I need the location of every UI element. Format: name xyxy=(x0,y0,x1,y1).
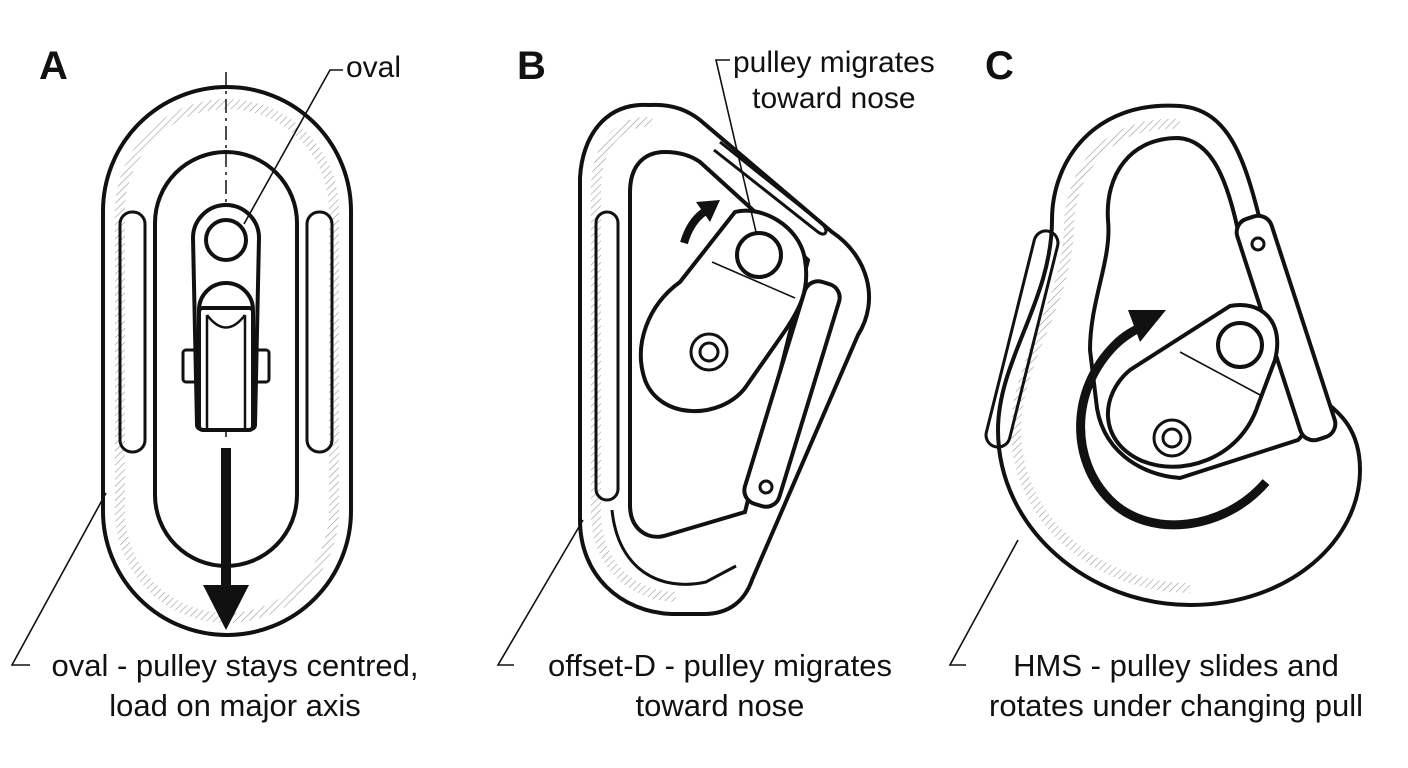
caption-b: offset-D - pulley migrates toward nose xyxy=(520,646,920,727)
caption-a-line-1: oval - pulley stays centred, xyxy=(51,648,419,683)
caption-c-line-1: HMS - pulley slides and xyxy=(1013,648,1339,683)
caption-a-line-2: load on major axis xyxy=(109,688,361,724)
panel-c-hms-carabiner xyxy=(948,103,1363,666)
load-arrow-down-icon xyxy=(203,448,249,630)
caption-c-line-2: rotates under changing pull xyxy=(989,688,1363,724)
callout-line-2: toward nose xyxy=(752,82,916,115)
panel-b-offset-d-carabiner xyxy=(496,59,872,666)
panel-label-c: C xyxy=(985,44,1014,88)
panel-label-a: A xyxy=(39,44,68,88)
caption-leader-a xyxy=(10,492,107,666)
panel-a-oval-carabiner xyxy=(10,69,353,666)
caption-leader-c xyxy=(948,539,1019,666)
callout-oval: oval xyxy=(346,51,402,84)
panel-label-b: B xyxy=(517,44,546,88)
callout-pulley-migrates: pulley migrates toward nose xyxy=(733,45,935,117)
pulley-icon xyxy=(1106,303,1280,469)
pulley-icon xyxy=(639,208,809,413)
callout-leader-oval xyxy=(243,69,343,225)
callout-leader-migrates xyxy=(714,59,757,233)
caption-b-line-1: offset-D - pulley migrates xyxy=(548,648,892,683)
callout-line-1: pulley migrates xyxy=(733,46,935,79)
caption-a: oval - pulley stays centred, load on maj… xyxy=(30,646,440,727)
carabiner-gate xyxy=(742,279,842,509)
caption-b-line-2: toward nose xyxy=(635,688,805,724)
migration-arrow-icon xyxy=(680,200,720,245)
pulley-icon xyxy=(181,203,271,432)
caption-leader-b xyxy=(496,519,584,666)
caption-c: HMS - pulley slides and rotates under ch… xyxy=(964,646,1388,727)
rotation-arrow-icon xyxy=(1076,310,1270,530)
